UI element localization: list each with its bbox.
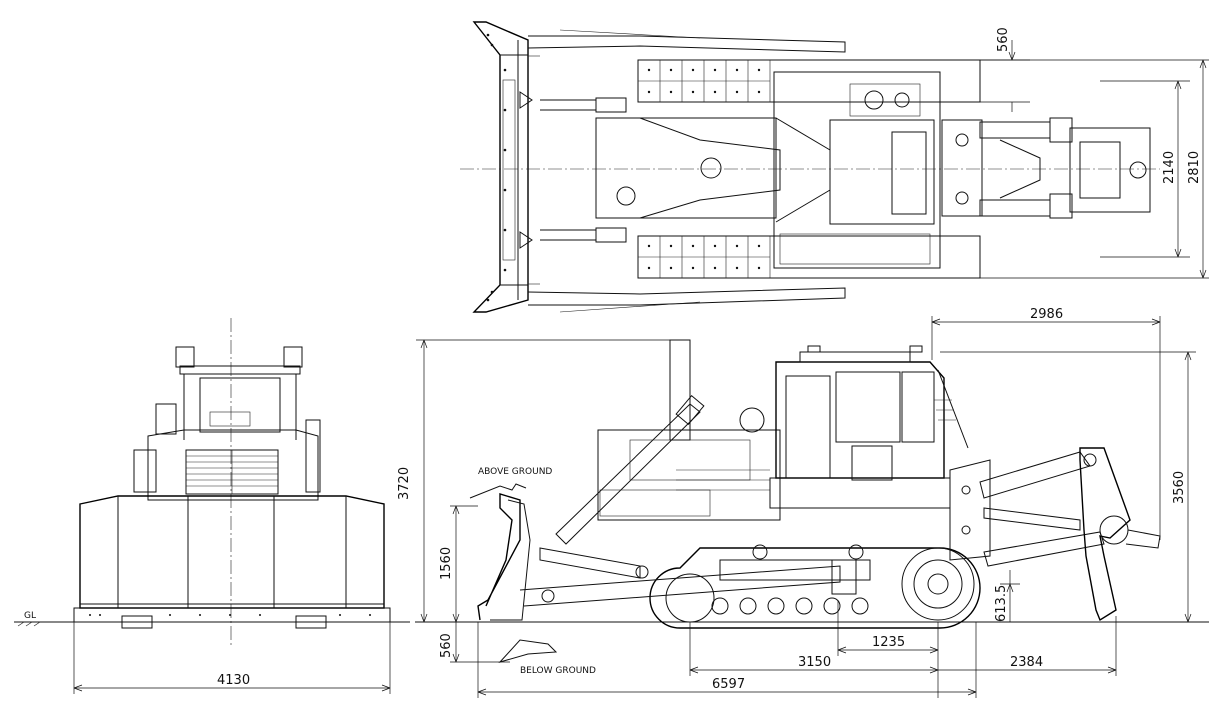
side-dim-2986: 2986: [931, 307, 1161, 540]
top-dim-560: 560: [980, 27, 1030, 112]
side-dim-3720: 3720: [397, 339, 680, 623]
side-dim-3560: 3560: [940, 351, 1196, 623]
top-view-push-arms: [527, 29, 846, 313]
side-dim-560-label: 560: [439, 633, 454, 658]
side-dim-2384-label: 2384: [1010, 655, 1043, 670]
top-view: 560 2140 2810: [460, 21, 1209, 313]
top-dim-2810-label: 2810: [1187, 151, 1202, 184]
above-ground-label: ABOVE GROUND: [478, 467, 552, 477]
top-view-body: [595, 71, 941, 269]
side-dim-6597: 6597: [477, 622, 977, 698]
top-dim-2140-label: 2140: [1162, 151, 1177, 184]
side-dim-560: 560: [439, 622, 510, 663]
below-ground-callout: BELOW GROUND: [498, 639, 596, 676]
side-view-hood: [597, 339, 781, 521]
top-dim-2810: 2810: [980, 59, 1209, 279]
top-view-blade: [472, 21, 540, 313]
blade-hinge-dots: [486, 33, 507, 302]
side-dim-2384: 2384: [938, 616, 1117, 676]
top-dim-2140: 2140: [1100, 80, 1190, 258]
above-ground-callout: ABOVE GROUND: [469, 467, 552, 499]
below-ground-label: BELOW GROUND: [520, 666, 596, 676]
side-dim-1560: 1560: [439, 505, 478, 623]
blade-bolt-dots: [89, 614, 371, 616]
side-dim-1560-label: 1560: [439, 547, 454, 580]
side-view-cab: [769, 345, 969, 509]
side-dim-3150-label: 3150: [798, 655, 831, 670]
side-dim-613-5-label: 613.5: [994, 585, 1009, 622]
side-view: ABOVE GROUND BELOW GROUND 3720 1560 560: [397, 307, 1209, 698]
side-dim-2986-label: 2986: [1030, 307, 1063, 322]
front-ground-line: GL: [14, 611, 410, 627]
front-view: GL 4130: [14, 318, 410, 694]
top-dim-560-label: 560: [996, 27, 1011, 52]
top-view-ripper: [941, 117, 1151, 219]
ground-line-label: GL: [24, 611, 36, 621]
side-view-ripper: [949, 447, 1161, 622]
side-dim-3720-label: 3720: [397, 467, 412, 500]
side-dim-3560-label: 3560: [1172, 471, 1187, 504]
side-dim-3150: 3150: [689, 622, 939, 698]
front-dim-4130-label: 4130: [217, 673, 250, 688]
side-dim-1235: 1235: [837, 600, 939, 656]
side-view-blade: [477, 394, 857, 621]
front-view-blade: [73, 495, 391, 629]
track-shoe-dots: [647, 68, 761, 270]
top-view-tracks: [637, 59, 981, 279]
side-dim-6597-label: 6597: [712, 677, 745, 692]
side-dim-613-5: 613.5: [994, 570, 1020, 622]
front-dim-4130: 4130: [73, 622, 391, 694]
side-dim-1235-label: 1235: [872, 635, 905, 650]
side-view-track: [649, 544, 981, 629]
